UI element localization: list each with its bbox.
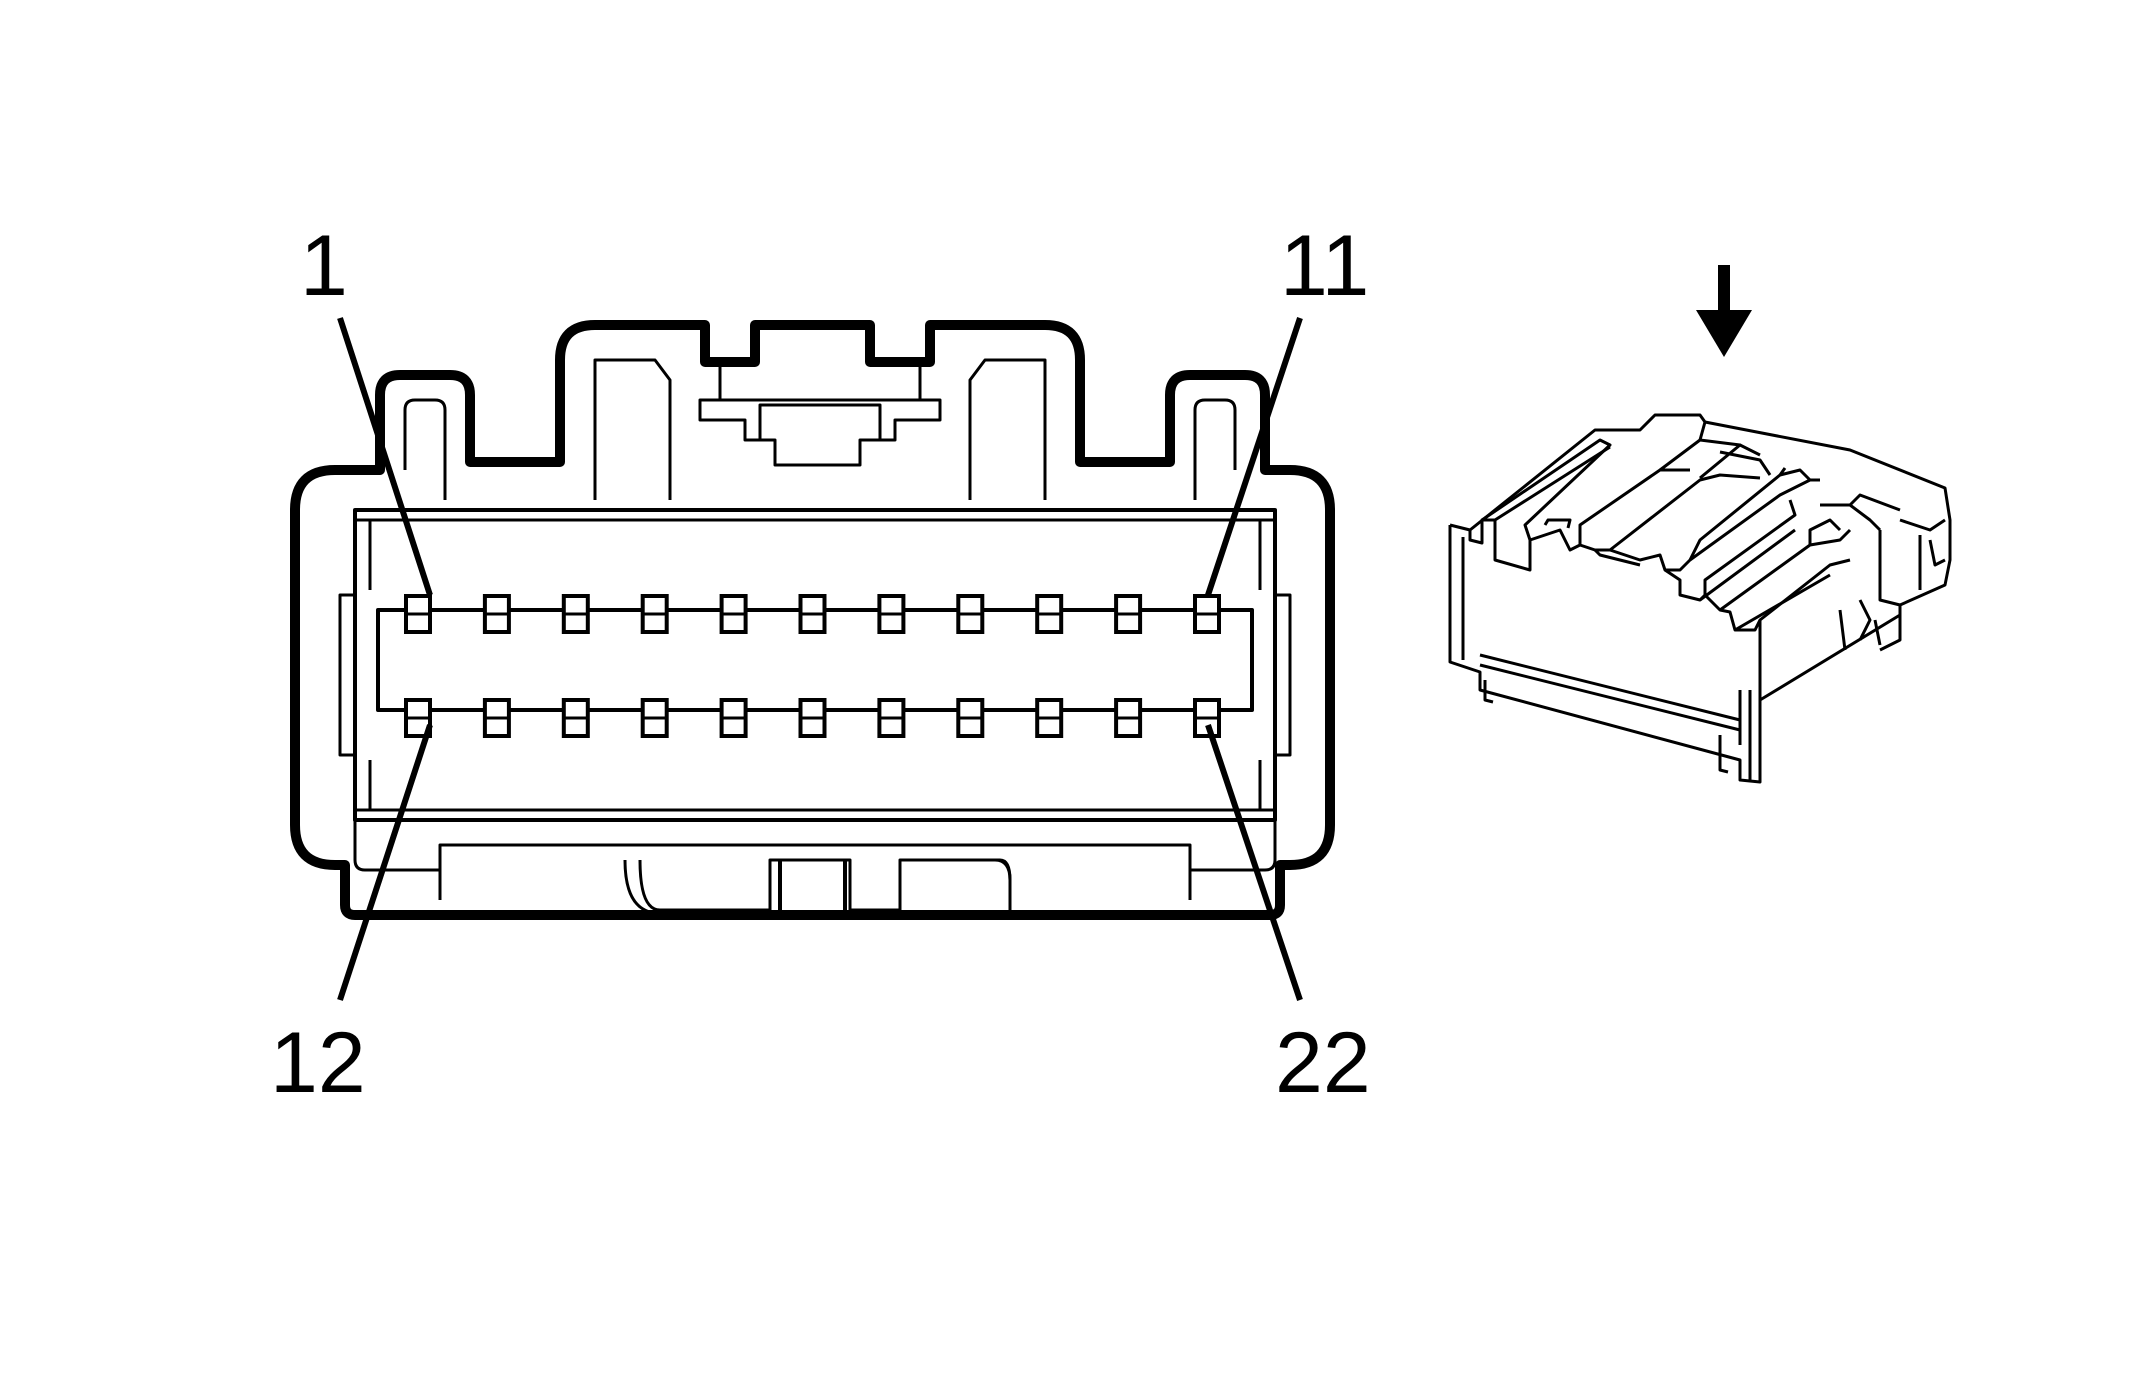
inner-frame-left-step: [338, 510, 357, 820]
connector-isometric-view: [1448, 413, 1952, 784]
pin-row-top: [404, 594, 1221, 634]
top-center-block: [593, 358, 672, 500]
iso-ridge-left: [1481, 438, 1612, 541]
bottom-skirt: [353, 820, 1277, 872]
inner-frame: [353, 508, 1277, 822]
arrow-down-icon: [1696, 265, 1752, 357]
leader-pin-22: [1205, 724, 1303, 1001]
iso-top-outline: [1469, 413, 1952, 702]
top-center-key: [698, 360, 942, 467]
leader-pin-12: [337, 724, 433, 1001]
label-pin-1: 1: [300, 218, 348, 314]
connector-face-view: [290, 320, 1335, 920]
top-latch-right: [1193, 398, 1237, 500]
leader-pin-1: [337, 317, 433, 596]
top-center-slot: [758, 403, 882, 440]
label-pin-12: 12: [270, 1015, 366, 1111]
label-pin-22: 22: [1275, 1015, 1371, 1111]
label-pin-11: 11: [1280, 218, 1369, 314]
inner-frame-right-step: [1273, 510, 1292, 820]
top-center-block-r: [968, 358, 1047, 500]
housing-outline: [290, 320, 1335, 920]
iso-center-latch: [1579, 467, 1787, 572]
pin-row-bottom: [404, 698, 1221, 738]
bottom-key: [638, 858, 1012, 912]
leader-pin-11: [1205, 317, 1303, 596]
leader-lines: [337, 317, 1303, 1001]
iso-ridge-right: [1703, 558, 1851, 632]
pin-labels: 1 11 12 22: [270, 218, 1371, 1111]
top-latch-left: [403, 398, 447, 500]
iso-front-face: [1448, 525, 1762, 784]
